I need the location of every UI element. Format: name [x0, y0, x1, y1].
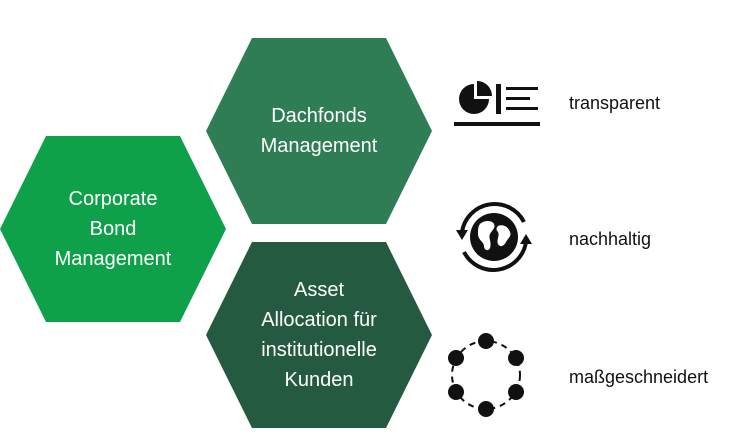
feature-label-transparent: transparent: [569, 93, 661, 113]
chart-document-icon: [452, 78, 544, 130]
hexagon-dachfonds-management: Dachfonds Management: [206, 38, 432, 224]
hexagon-label: Asset Allocation für institutionelle Kun…: [261, 279, 377, 391]
hexagon-label: Corporate Bond Management: [54, 188, 172, 270]
globe-cycle-icon: [448, 196, 540, 278]
hexagon-shape: [206, 38, 432, 224]
network-circle-icon: [444, 332, 528, 418]
hexagon-label: Dachfonds Management: [260, 105, 378, 157]
hexagon-shape: [0, 136, 226, 322]
feature-label-nachhaltig: nachhaltig: [569, 229, 652, 249]
hexagon-corporate-bond-management: Corporate Bond Management: [0, 136, 226, 322]
hexagon-shape: [206, 242, 432, 428]
feature-label-massgeschneidert: maßgeschneidert: [569, 367, 709, 387]
hexagon-asset-allocation: Asset Allocation für institutionelle Kun…: [206, 242, 432, 428]
